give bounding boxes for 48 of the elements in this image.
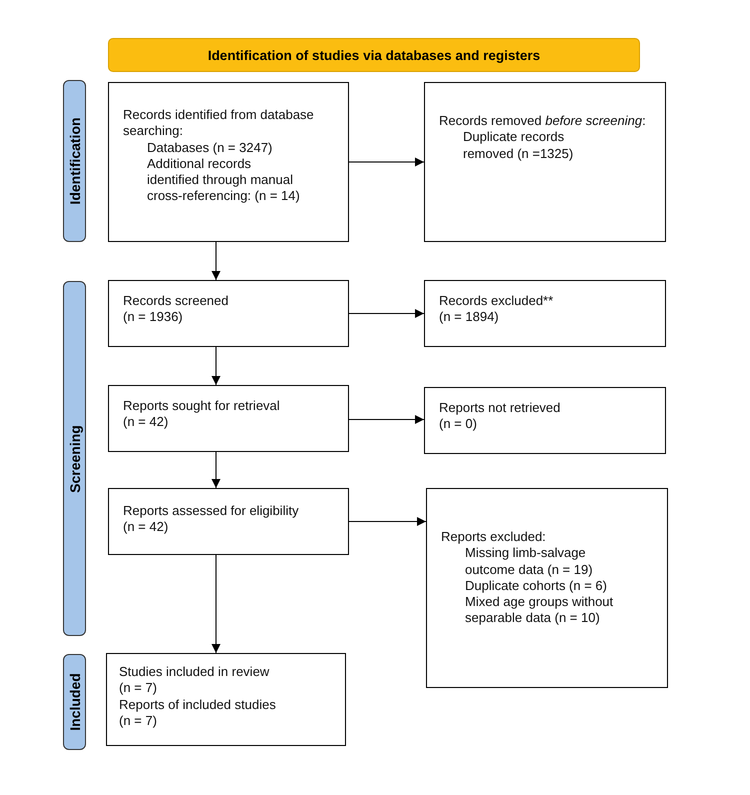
section-header-bar: [108, 38, 640, 72]
box-text: Records screened: [123, 293, 230, 310]
box-text: Missing limb-salvage outcome data (n = 19): [464, 545, 594, 578]
box-text: Duplicate records removed (n =1325): [462, 129, 574, 162]
box-text: (n = 42): [123, 519, 170, 536]
arrow: [212, 554, 220, 654]
box-text: Reports not retrieved: [439, 400, 562, 416]
box-text: Records identified from database searching:: [123, 107, 315, 140]
arrow: [348, 517, 426, 526]
process-box: [424, 387, 666, 454]
process-box: [424, 82, 666, 242]
arrow: [348, 158, 424, 166]
phase-label-band: [63, 281, 86, 636]
box-text: Reports excluded:: [441, 529, 547, 546]
box-text: (n = 1894): [439, 309, 500, 326]
box-text: Studies included in review: [119, 664, 270, 680]
arrow: [348, 415, 424, 424]
process-box: [426, 488, 668, 688]
process-box: [108, 488, 349, 555]
process-box: [106, 653, 346, 746]
header-text: Identification of studies via databases and registers: [208, 48, 540, 62]
box-text: Mixed age groups without separable data (n = 10): [464, 594, 614, 626]
arrow: [212, 242, 220, 280]
phase-label-band: [63, 80, 86, 242]
phase-label: Included: [66, 673, 82, 731]
box-text: Records removed before screening:: [439, 113, 647, 130]
arrow: [348, 309, 424, 318]
phase-label-band: [63, 654, 86, 750]
process-box: [424, 280, 666, 347]
box-text: (n = 42): [123, 414, 170, 430]
box-text: (n = 7): [119, 680, 158, 696]
process-box: [108, 82, 349, 242]
phase-label: Identification: [66, 117, 82, 205]
box-text: (n = 7): [119, 712, 158, 729]
box-text: Databases (n = 3247): [146, 140, 274, 156]
box-text: Reports sought for retrieval: [123, 398, 281, 414]
box-text: Reports assessed for eligibility: [123, 503, 300, 520]
box-text: (n = 0): [439, 416, 478, 432]
arrow: [212, 452, 220, 488]
process-box: [108, 385, 349, 452]
phase-label: Screening: [66, 424, 82, 492]
box-text: Additional records identified through manual cross-referencing: (n = 14): [146, 156, 301, 204]
box-text: Records excluded**: [439, 293, 554, 310]
box-text: Duplicate cohorts (n = 6): [464, 578, 608, 594]
process-box: [108, 280, 349, 347]
arrow: [212, 346, 220, 386]
box-text: Reports of included studies: [119, 696, 277, 713]
box-text: (n = 1936): [123, 309, 184, 326]
